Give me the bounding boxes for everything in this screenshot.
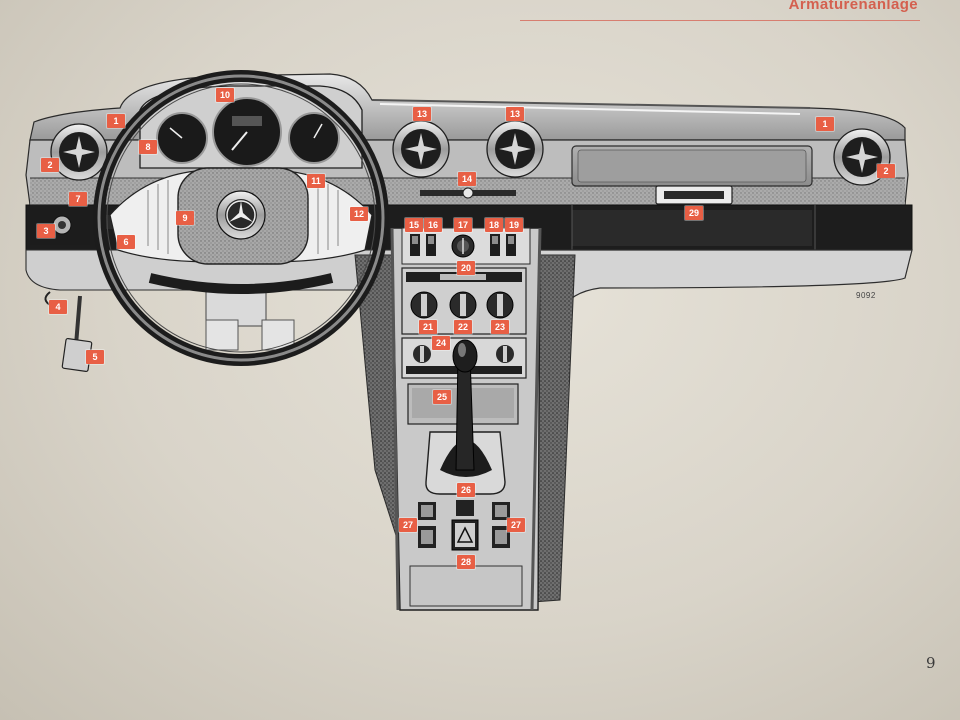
three-pointed-star-icon — [225, 199, 257, 231]
brake-pedal — [205, 319, 239, 351]
figure-code: 9092 — [856, 291, 876, 300]
callout-13-left: 13 — [413, 107, 431, 121]
callout-3: 3 — [37, 224, 55, 238]
callout-24: 24 — [432, 336, 450, 350]
rocker-switches-right — [490, 234, 516, 256]
window-switches-left — [418, 502, 436, 548]
side-air-vents — [50, 123, 891, 186]
callout-2-right: 2 — [877, 164, 895, 178]
callout-16: 16 — [424, 218, 442, 232]
callout-29: 29 — [685, 206, 703, 220]
accelerator-rod — [74, 295, 82, 346]
callout-28: 28 — [457, 555, 475, 569]
callout-20: 20 — [457, 261, 475, 275]
callout-17: 17 — [454, 218, 472, 232]
callout-2-left: 2 — [41, 158, 59, 172]
header-rule — [520, 20, 920, 21]
callout-9: 9 — [176, 211, 194, 225]
shift-knob — [452, 339, 478, 373]
callout-1-left: 1 — [107, 114, 125, 128]
callout-21: 21 — [419, 320, 437, 334]
callout-25: 25 — [433, 390, 451, 404]
callout-19: 19 — [505, 218, 523, 232]
callout-14: 14 — [458, 172, 476, 186]
callout-26: 26 — [457, 483, 475, 497]
callout-18: 18 — [485, 218, 503, 232]
callout-27-right: 27 — [507, 518, 525, 532]
callout-12: 12 — [350, 207, 368, 221]
center-air-vents — [392, 120, 544, 178]
climate-knobs — [410, 291, 514, 319]
callout-13-right: 13 — [506, 107, 524, 121]
callout-27-left: 27 — [399, 518, 417, 532]
warning-triangle-icon — [451, 519, 479, 551]
callout-8: 8 — [139, 140, 157, 154]
callout-15: 15 — [405, 218, 423, 232]
window-switches-right — [492, 502, 510, 548]
callout-6: 6 — [117, 235, 135, 249]
callout-7: 7 — [69, 192, 87, 206]
rocker-switches-left — [410, 234, 436, 256]
callout-4: 4 — [49, 300, 67, 314]
section-title: Armaturenanlage — [788, 0, 918, 13]
callout-5: 5 — [86, 350, 104, 364]
callout-11: 11 — [307, 174, 325, 188]
callout-23: 23 — [491, 320, 509, 334]
callout-10: 10 — [216, 88, 234, 102]
under-dash-shelf — [520, 249, 913, 313]
steering-wheel — [93, 70, 389, 366]
instrument-gauges — [156, 97, 340, 167]
callout-22: 22 — [454, 320, 472, 334]
page-number: 9 — [926, 654, 936, 672]
callout-1-right: 1 — [816, 117, 834, 131]
climate-slider — [440, 274, 486, 280]
